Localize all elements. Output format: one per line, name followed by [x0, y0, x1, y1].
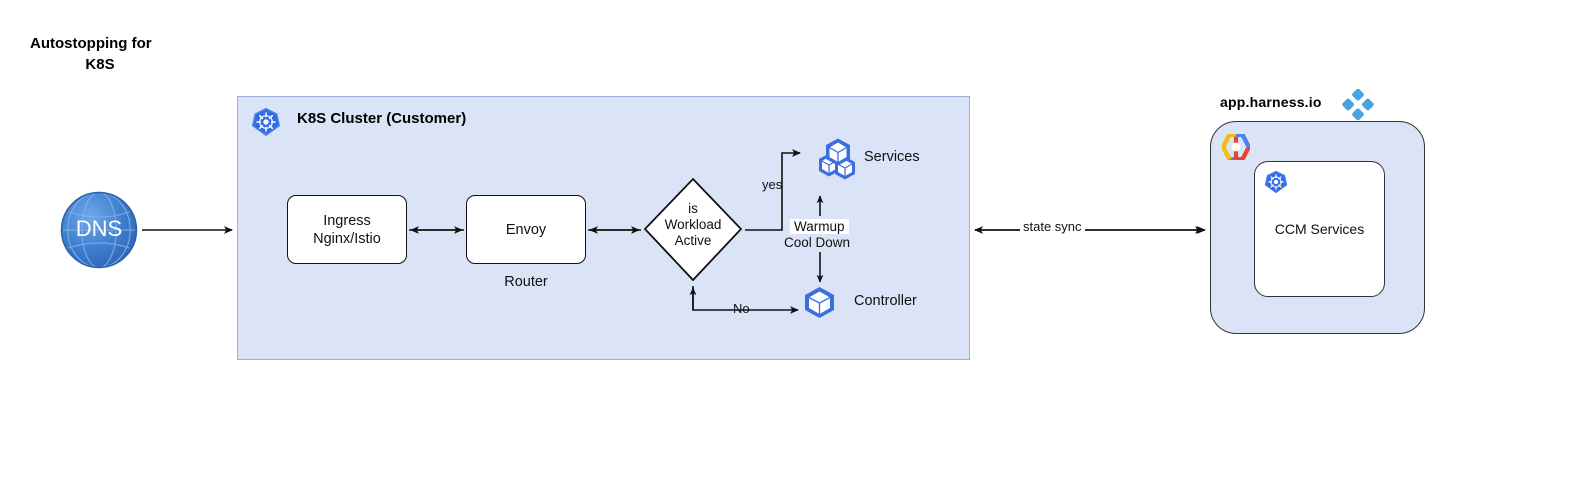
router-caption: Router [504, 274, 548, 290]
services-cubes-icon [804, 138, 864, 192]
page-title-line2: K8S [85, 56, 115, 73]
cube-hexagon-icon [802, 286, 837, 319]
decision-line2: Workload [664, 217, 722, 232]
dns-label: DNS [75, 216, 123, 241]
decision-line1: is [688, 201, 698, 216]
edge-label-warmup: Warmup [790, 219, 849, 234]
ccm-services-label: CCM Services [1274, 221, 1365, 237]
dns-globe-icon [60, 191, 138, 269]
services-caption: Services [864, 149, 920, 165]
edge-label-cooldown: Cool Down [784, 235, 851, 250]
page-title-line1: Autostopping for [30, 35, 152, 52]
edge-label-yes: yes [762, 177, 783, 192]
ingress-label-line1: Ingress [323, 212, 371, 229]
page-title: Autostopping for K8S [30, 33, 300, 75]
decision-node[interactable] [643, 177, 743, 282]
ingress-node[interactable]: Ingress Nginx/Istio [287, 195, 407, 264]
decision-label: is Workload Active [643, 201, 743, 249]
cluster-title: K8S Cluster (Customer) [297, 110, 467, 127]
controller-caption: Controller [854, 293, 917, 309]
ingress-label-line2: Nginx/Istio [313, 230, 381, 247]
envoy-label: Envoy [505, 221, 547, 238]
edge-label-state-sync: state sync [1020, 219, 1085, 234]
harness-label: app.harness.io [1220, 94, 1322, 110]
kubernetes-icon [1264, 170, 1288, 194]
decision-line3: Active [674, 233, 712, 248]
envoy-node[interactable]: Envoy [466, 195, 586, 264]
kubernetes-icon [251, 107, 281, 137]
harness-logo-icon [1341, 88, 1375, 121]
google-cloud-icon [1220, 132, 1252, 162]
edge-label-no: No [733, 301, 750, 316]
